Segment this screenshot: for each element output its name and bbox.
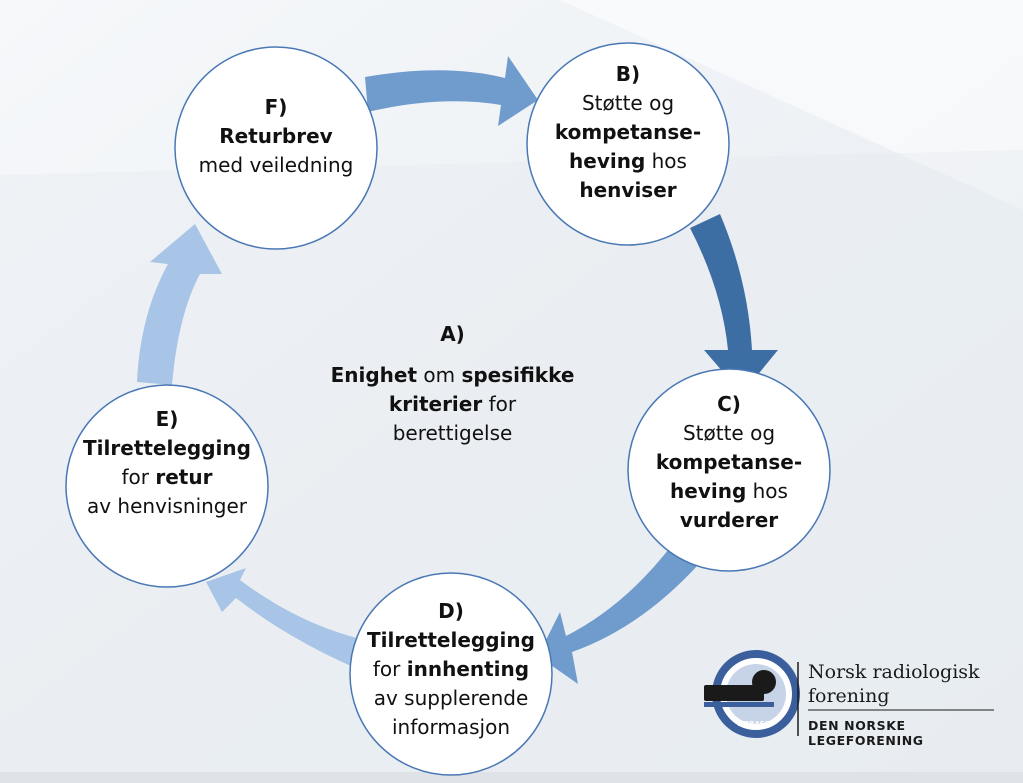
center-line1-bold2: spesifikke bbox=[461, 363, 575, 387]
center-label: A) bbox=[440, 322, 465, 346]
background-shade-band bbox=[0, 150, 1023, 783]
node-b-line3-bold: heving bbox=[569, 149, 646, 173]
node-c-line1: Støtte og bbox=[682, 421, 776, 445]
node-b-line4: henviser bbox=[579, 178, 677, 202]
node-c-line3-rest: hos bbox=[746, 479, 788, 503]
logo-badge-text: NORAFO bbox=[737, 720, 770, 728]
node-c-line2: kompetanse- bbox=[655, 450, 803, 474]
node-b: B) Støtte og kompetanse- heving hos henv… bbox=[528, 60, 728, 205]
logo-name: Norsk radiologisk forening bbox=[808, 660, 980, 708]
logo-org: DEN NORSKE LEGEFORENING bbox=[808, 718, 924, 748]
center-line1-bold1: Enighet bbox=[330, 363, 417, 387]
node-e: E) Tilrettelegging for retur av henvisni… bbox=[67, 405, 267, 521]
center-line1-mid: om bbox=[417, 363, 462, 387]
node-f-line2: med veiledning bbox=[198, 153, 354, 177]
node-c-line3-bold: heving bbox=[670, 479, 747, 503]
node-b-line2: kompetanse- bbox=[554, 120, 702, 144]
background-light-band bbox=[0, 0, 1023, 210]
node-e-line2-pre: for bbox=[121, 465, 156, 489]
node-f-line1: Returbrev bbox=[219, 124, 333, 148]
norafo-logo-icon bbox=[704, 650, 994, 738]
circle-b bbox=[526, 42, 730, 246]
circle-e bbox=[65, 384, 269, 588]
node-c-line4: vurderer bbox=[679, 508, 779, 532]
circle-d bbox=[349, 572, 553, 776]
node-d-line1: Tilrettelegging bbox=[367, 628, 535, 652]
node-b-label: B) bbox=[615, 62, 641, 86]
node-d-label: D) bbox=[438, 599, 464, 623]
center-line2-rest: for bbox=[482, 392, 517, 416]
node-d-line2-bold: innhenting bbox=[406, 657, 530, 681]
arrow-b-to-c bbox=[690, 214, 778, 394]
node-f: F) Returbrev med veiledning bbox=[176, 93, 376, 180]
arrow-e-to-f bbox=[137, 224, 222, 385]
node-b-line1: Støtte og bbox=[581, 91, 675, 115]
node-d-line3: av supplerende bbox=[373, 686, 529, 710]
node-d-line2-pre: for bbox=[372, 657, 407, 681]
node-c-label: C) bbox=[717, 392, 741, 416]
arrow-c-to-d bbox=[538, 545, 698, 684]
circle-f bbox=[174, 46, 378, 250]
node-b-line3-rest: hos bbox=[645, 149, 687, 173]
node-d: D) Tilrettelegging for innhenting av sup… bbox=[351, 597, 551, 742]
logo-name-line1: Norsk radiologisk bbox=[808, 661, 980, 683]
node-e-label: E) bbox=[155, 407, 179, 431]
logo-name-line2: forening bbox=[808, 685, 890, 707]
center-a: A) Enighet om spesifikke kriterier for b… bbox=[320, 320, 585, 448]
bottom-bar bbox=[0, 772, 1023, 783]
center-line3: berettigelse bbox=[392, 421, 513, 445]
node-f-label: F) bbox=[264, 95, 288, 119]
node-e-line3: av henvisninger bbox=[86, 494, 248, 518]
center-line2-bold: kriterier bbox=[388, 392, 483, 416]
circle-c bbox=[627, 368, 831, 572]
arrow-d-to-e bbox=[206, 568, 365, 670]
node-e-line1: Tilrettelegging bbox=[83, 436, 251, 460]
node-e-line2-bold: retur bbox=[155, 465, 213, 489]
node-c: C) Støtte og kompetanse- heving hos vurd… bbox=[629, 390, 829, 535]
arrow-f-to-b bbox=[365, 56, 538, 126]
node-d-line4: informasjon bbox=[391, 715, 510, 739]
